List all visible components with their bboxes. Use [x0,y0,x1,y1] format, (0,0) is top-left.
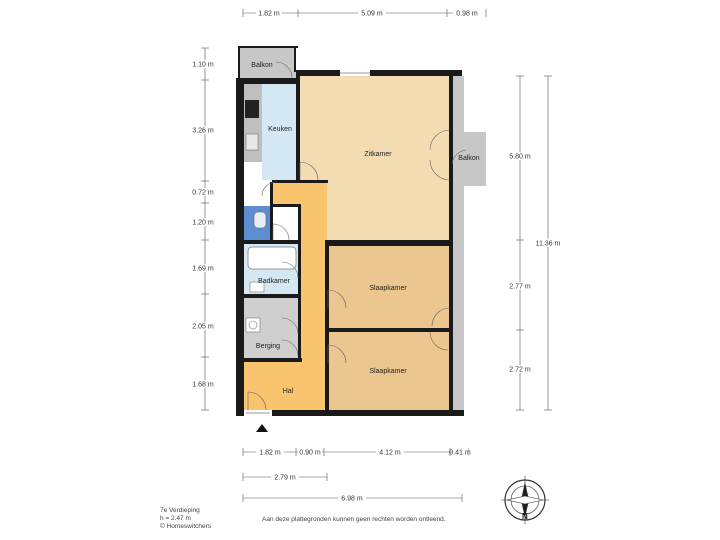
dim-left-3: 0.72 m [192,190,214,197]
dim-bottom-1a: 1.82 m [259,450,281,457]
dim-left-2: 3.26 m [192,128,214,135]
disclaimer: Aan deze plattegronden kunnen geen recht… [262,516,446,523]
dim-bottom-1b: 0.90 m [299,450,321,457]
room-fill-keuken [262,84,298,162]
dimension-labels: 1.82 m 5.09 m 0.98 m 1.10 m 3.26 m 0.72 … [190,9,563,503]
dim-bottom-1c: 4.12 m [379,450,401,457]
room-fill-hal [243,182,327,410]
room-fills [240,48,486,410]
room-label-zitkamer: Zitkamer [364,151,392,158]
washing-machine [245,317,261,333]
dim-left-6: 2.05 m [192,324,214,331]
room-labels: Balkon Keuken Zitkamer Balkon Badkamer S… [251,62,480,395]
kitchen-counter [244,84,262,162]
sink [245,133,259,151]
dim-bottom-2: 2.79 m [274,475,296,482]
room-label-keuken: Keuken [268,126,292,133]
dim-bottom-3: 6.98 m [341,496,363,503]
dim-top-2: 5.09 m [361,11,383,18]
dim-top-1: 1.82 m [258,11,280,18]
room-label-hal: Hal [283,388,294,395]
plan-info: 7e Verdieping h = 2.47 m © Homeswitchers [160,507,211,531]
room-label-berging: Berging [256,343,280,350]
walls [236,46,464,416]
dim-left-4: 1.20 m [192,220,214,227]
dim-left-7: 1.68 m [192,382,214,389]
room-label-slaapkamer-1: Slaapkamer [369,285,407,292]
dim-left-1: 1.10 m [192,62,214,69]
bathtub [247,246,297,270]
compass-north-label: N [522,512,528,521]
entrance-marker [256,424,268,432]
room-fill-balkon-top [240,48,296,82]
room-fill-balkon-right [452,76,464,410]
copyright: © Homeswitchers [160,523,212,530]
door-swings [247,61,467,411]
dim-right-1: 5.80 m [509,154,531,161]
dim-right-total: 11.36 m [536,241,561,248]
room-fill-slaapkamer-2 [327,332,450,410]
room-label-slaapkamer-2: Slaapkamer [369,368,407,375]
room-label-balkon-right: Balkon [458,155,480,162]
compass-rose: N [501,476,549,524]
ceiling-height: h = 2.47 m [160,515,191,522]
dim-top-3: 0.98 m [456,11,478,18]
dim-left-5: 1.69 m [192,266,214,273]
dim-bottom-1d: 0.41 m [449,450,471,457]
floor-level: 7e Verdieping [160,507,200,514]
stove [245,100,259,118]
room-fill-slaapkamer-1 [327,246,450,330]
room-label-badkamer: Badkamer [258,278,291,285]
dim-right-2: 2.77 m [509,284,531,291]
dimension-lines [201,9,552,502]
dim-right-3: 2.72 m [509,367,531,374]
room-label-balkon-top: Balkon [251,62,273,69]
